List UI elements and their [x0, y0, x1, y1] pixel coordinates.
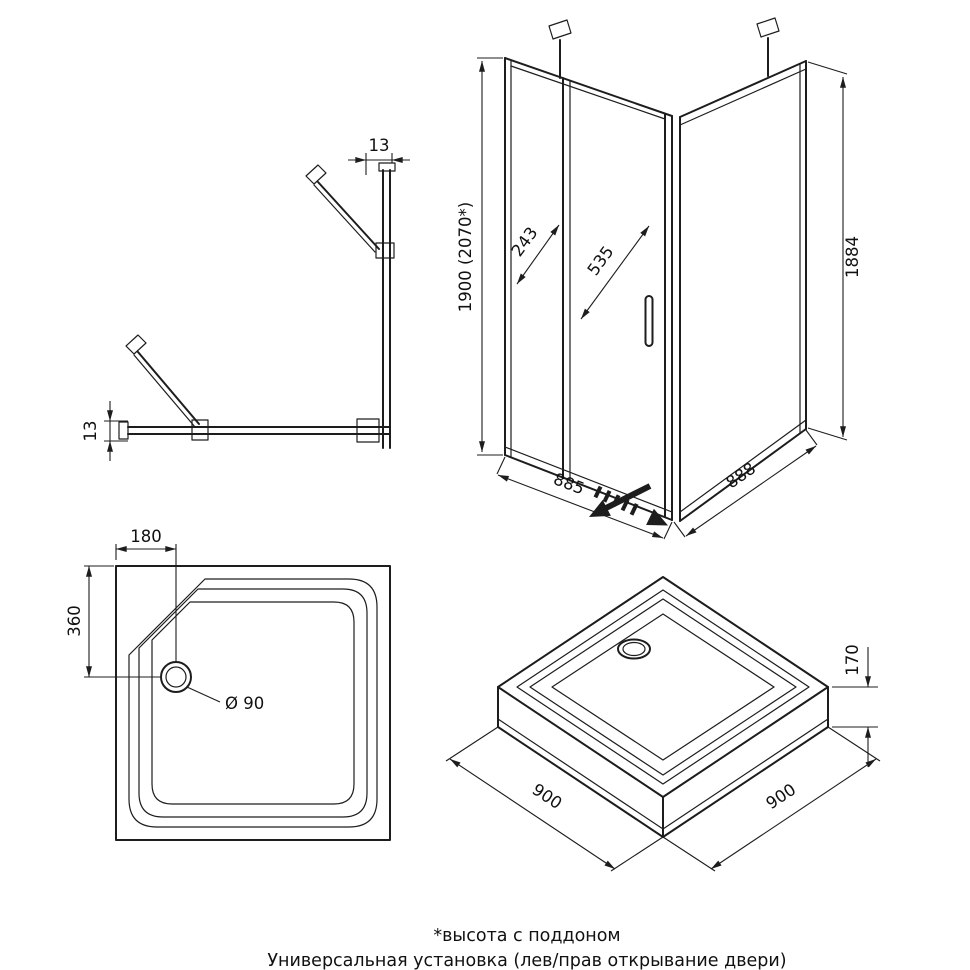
- dim-label-900-left: 900: [529, 780, 566, 813]
- dim-label-1884: 1884: [843, 236, 862, 278]
- footnotes: *высота с поддоном Универсальная установ…: [267, 926, 786, 970]
- dim-label-885: 885: [551, 469, 587, 498]
- dim-label-13-top: 13: [369, 136, 390, 155]
- tray-plan-drawing: Ø 90 180 360: [65, 527, 391, 841]
- dim-enclosure-height: 1900 (2070*): [456, 57, 503, 456]
- drain-outer: [160, 661, 192, 693]
- dim-label-360: 360: [65, 605, 84, 637]
- dim-label-1900: 1900 (2070*): [456, 202, 475, 312]
- dim-label-180: 180: [130, 527, 162, 546]
- dim-label-243: 243: [508, 223, 542, 260]
- dim-tray-side-left: 900: [445, 726, 664, 872]
- dim-label-13-side: 13: [81, 421, 100, 442]
- dim-front-width: 885: [496, 456, 673, 540]
- footnote-universal: Универсальная установка (лев/прав открыв…: [267, 951, 786, 970]
- dim-profile-side-offset: 13: [81, 401, 128, 461]
- dim-side-width: 888: [673, 429, 818, 538]
- dim-drain-offset-y: 360: [65, 565, 160, 678]
- dim-profile-top-offset: 13: [348, 136, 410, 175]
- dim-label-900-right: 900: [763, 780, 800, 813]
- enclosure-iso-drawing: 1900 (2070*) 243 535 1884 885: [456, 17, 862, 540]
- dim-tray-side-right: 900: [662, 726, 881, 872]
- door-handle: [644, 295, 654, 347]
- dim-drain-offset-x: 180: [115, 527, 177, 661]
- wall-bracket-left: [548, 19, 572, 79]
- door-swing-arrows: [589, 483, 668, 526]
- dim-label-888: 888: [722, 459, 759, 493]
- dim-glass-height: 1884: [807, 61, 862, 441]
- dim-fixed-panel-width: 243: [508, 223, 560, 285]
- drain-inner: [165, 666, 187, 688]
- dim-label-170: 170: [843, 644, 862, 676]
- dim-door-width: 535: [580, 225, 650, 320]
- footnote-height: *высота с поддоном: [433, 926, 620, 946]
- wall-bracket-right: [756, 17, 780, 77]
- wall-profile-detail-drawing: 13 13: [81, 136, 410, 461]
- tray-iso-drawing: 170 900 900: [445, 576, 881, 872]
- dim-label-535: 535: [584, 242, 618, 279]
- drain-iso-inner: [622, 641, 646, 657]
- dim-tray-height: 170: [832, 644, 878, 767]
- drain-diameter-label: Ø 90: [225, 694, 264, 713]
